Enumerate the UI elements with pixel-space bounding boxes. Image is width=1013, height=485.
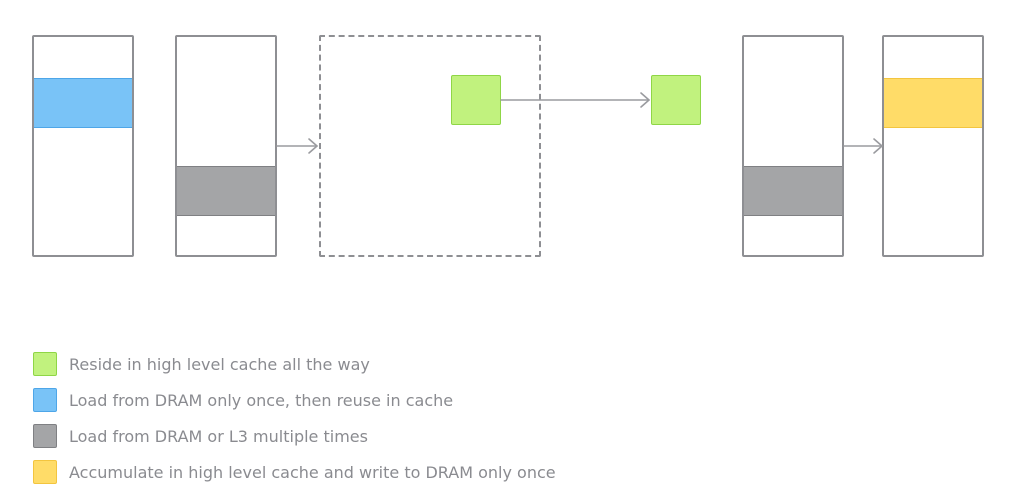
yellow-swatch [33,460,57,484]
matrix-block-1 [32,35,134,257]
green-swatch [33,352,57,376]
legend-item-green: Reside in high level cache all the way [33,352,370,376]
legend-item-blue: Load from DRAM only once, then reuse in … [33,388,453,412]
matrix-block-3 [742,35,844,257]
arrow-block2-to-region [276,138,318,154]
gray-band [744,166,842,216]
legend-label: Load from DRAM or L3 multiple times [69,426,368,446]
arrow-block3-to-block4 [843,138,883,154]
green-tile-in-region [451,75,501,125]
blue-band [34,78,132,128]
gray-band [177,166,275,216]
yellow-band [884,78,982,128]
green-tile-output [651,75,701,125]
gray-swatch [33,424,57,448]
legend-item-yellow: Accumulate in high level cache and write… [33,460,556,484]
matrix-block-4 [882,35,984,257]
legend-label: Reside in high level cache all the way [69,354,370,374]
legend-label: Accumulate in high level cache and write… [69,462,556,482]
legend-label: Load from DRAM only once, then reuse in … [69,390,454,410]
blue-swatch [33,388,57,412]
matrix-block-2 [175,35,277,257]
legend-item-gray: Load from DRAM or L3 multiple times [33,424,368,448]
compute-region-dashed-box [319,35,541,257]
